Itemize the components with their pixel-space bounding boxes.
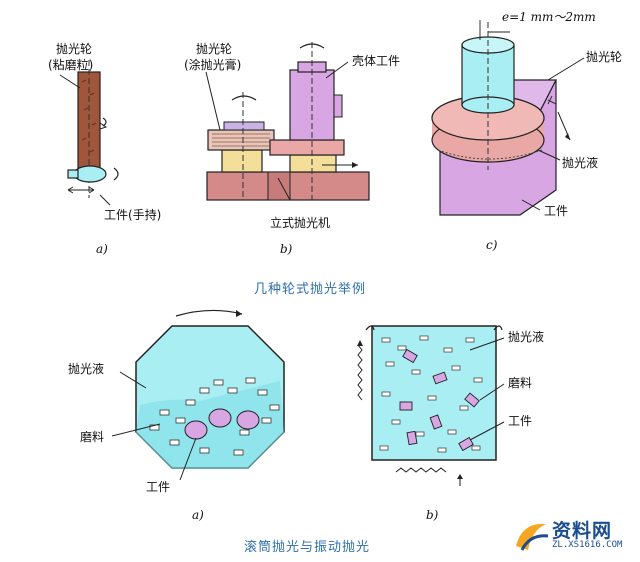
wheel-disc [207, 129, 275, 151]
bottom-a-work-label: 工件 [146, 480, 171, 494]
bottom-b-sub: b) [426, 508, 439, 522]
watermark-url: ZL.XS1616.COM [552, 540, 623, 550]
fig-top-b [205, 42, 370, 201]
fig-top-a [59, 60, 119, 206]
top-a-wheel-note: (粘磨粒) [48, 58, 94, 72]
bottom-caption: 滚筒抛光与振动抛光 [244, 540, 371, 555]
top-a-sub: a) [96, 242, 108, 256]
fig-top-c [431, 20, 585, 216]
bottom-b-abrasive-label: 磨料 [508, 376, 533, 390]
top-caption: 几种轮式抛光举例 [254, 282, 367, 297]
fig-bottom-b [357, 325, 505, 486]
bottom-a-sub: a) [192, 508, 204, 522]
hand-work-piece [73, 165, 107, 183]
watermark-name: 资料网 [552, 520, 613, 542]
bottom-b-liquid-label: 抛光液 [508, 330, 545, 344]
watermark: 资料网 ZL.XS1616.COM [512, 514, 634, 558]
top-c-eq: e=1 mm～2mm [502, 10, 596, 24]
top-b-wheel-note: (涂抛光膏) [184, 58, 242, 72]
bottom-a-liquid-label: 抛光液 [68, 362, 105, 376]
top-c-wheel-label: 抛光轮 [586, 50, 623, 64]
top-b-wheel-label: 抛光轮 [196, 42, 233, 56]
top-b-shell-label: 壳体工件 [352, 54, 401, 68]
watermark-logo-icon [516, 523, 549, 551]
top-a-work-label: 工件(手持) [104, 208, 162, 222]
top-c-work-label: 工件 [544, 204, 569, 218]
fig-bottom-a [111, 309, 285, 481]
bottom-a-abrasive-label: 磨料 [80, 430, 105, 444]
top-a-wheel-label: 抛光轮 [56, 42, 93, 56]
top-b-machine-label: 立式抛光机 [270, 216, 331, 230]
vibration-tank [371, 325, 497, 461]
top-b-sub: b) [280, 242, 293, 256]
top-c-sub: c) [486, 238, 498, 252]
top-c-liquid-label: 抛光液 [562, 156, 599, 170]
bottom-b-work-label: 工件 [508, 414, 533, 428]
